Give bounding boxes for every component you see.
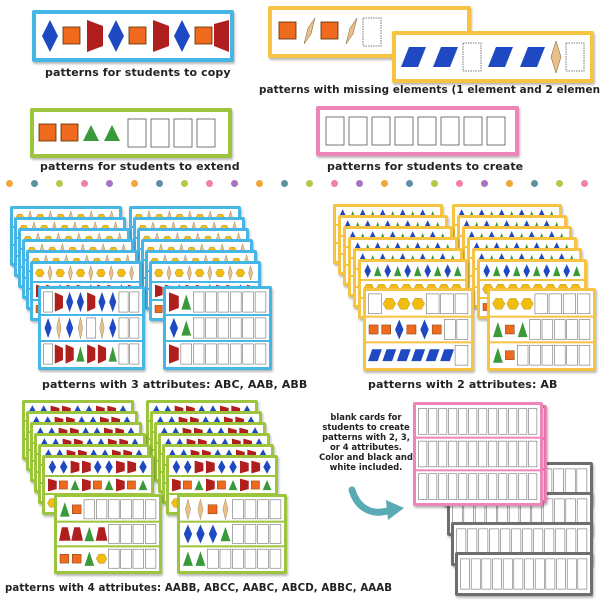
- divider-dot: [306, 180, 313, 187]
- extend-pattern-shapes: [38, 118, 216, 148]
- abc-card-front: [38, 286, 145, 370]
- divider-dot: [581, 180, 588, 187]
- missing-two-shapes: [401, 40, 585, 74]
- divider-dot: [506, 180, 513, 187]
- aabb-card-front: [177, 494, 287, 574]
- caption-two-attributes: patterns with 2 attributes: AB: [368, 378, 558, 391]
- card-pattern-rows: [41, 289, 142, 367]
- card-pattern-rows: [490, 291, 593, 368]
- aabb-card-front: [54, 494, 162, 574]
- divider-dot: [6, 180, 13, 187]
- divider-dot: [231, 180, 238, 187]
- abc-card-front: [163, 286, 272, 370]
- caption-three-attributes: patterns with 3 attributes: ABC, AAB, AB…: [42, 378, 308, 391]
- divider-dot: [356, 180, 363, 187]
- blank-color-card: [413, 402, 543, 506]
- create-pattern-card: [316, 106, 519, 156]
- caption-create: patterns for students to create: [327, 160, 524, 173]
- card-pattern-rows: [416, 405, 540, 503]
- divider-dot: [56, 180, 63, 187]
- divider-dot: [331, 180, 338, 187]
- caption-copy: patterns for students to copy: [45, 66, 231, 79]
- ab-card-front: [363, 288, 474, 371]
- copy-pattern-card: [32, 10, 234, 62]
- ab-card-front: [487, 288, 596, 371]
- caption-four-attributes: patterns with 4 attributes: AABB, ABCC, …: [5, 583, 393, 594]
- divider-dot: [106, 180, 113, 187]
- divider-dot: [206, 180, 213, 187]
- blank-bw-card: [455, 552, 593, 596]
- dot-divider: [0, 180, 600, 190]
- divider-dot: [256, 180, 263, 187]
- divider-dot: [156, 180, 163, 187]
- caption-missing: patterns with missing elements (1 elemen…: [259, 84, 600, 96]
- divider-dot: [531, 180, 538, 187]
- card-pattern-rows: [166, 289, 269, 367]
- divider-dot: [131, 180, 138, 187]
- divider-dot: [181, 180, 188, 187]
- divider-dot: [281, 180, 288, 187]
- create-pattern-blanks: [325, 116, 506, 146]
- missing-two-elements-card: [392, 31, 594, 83]
- divider-dot: [381, 180, 388, 187]
- card-pattern-rows: [180, 497, 284, 571]
- blank-cards-note: blank cards for students to create patte…: [319, 412, 413, 472]
- divider-dot: [556, 180, 563, 187]
- card-pattern-rows: [57, 497, 159, 571]
- divider-dot: [31, 180, 38, 187]
- card-pattern-rows: [458, 555, 590, 593]
- divider-dot: [431, 180, 438, 187]
- caption-extend: patterns for students to extend: [40, 160, 240, 173]
- extend-pattern-card: [30, 108, 232, 158]
- card-pattern-rows: [366, 291, 471, 368]
- curved-arrow-icon: [348, 486, 404, 520]
- divider-dot: [456, 180, 463, 187]
- copy-pattern-shapes: [42, 20, 229, 52]
- divider-dot: [481, 180, 488, 187]
- divider-dot: [406, 180, 413, 187]
- missing-one-shapes: [278, 17, 382, 47]
- divider-dot: [81, 180, 88, 187]
